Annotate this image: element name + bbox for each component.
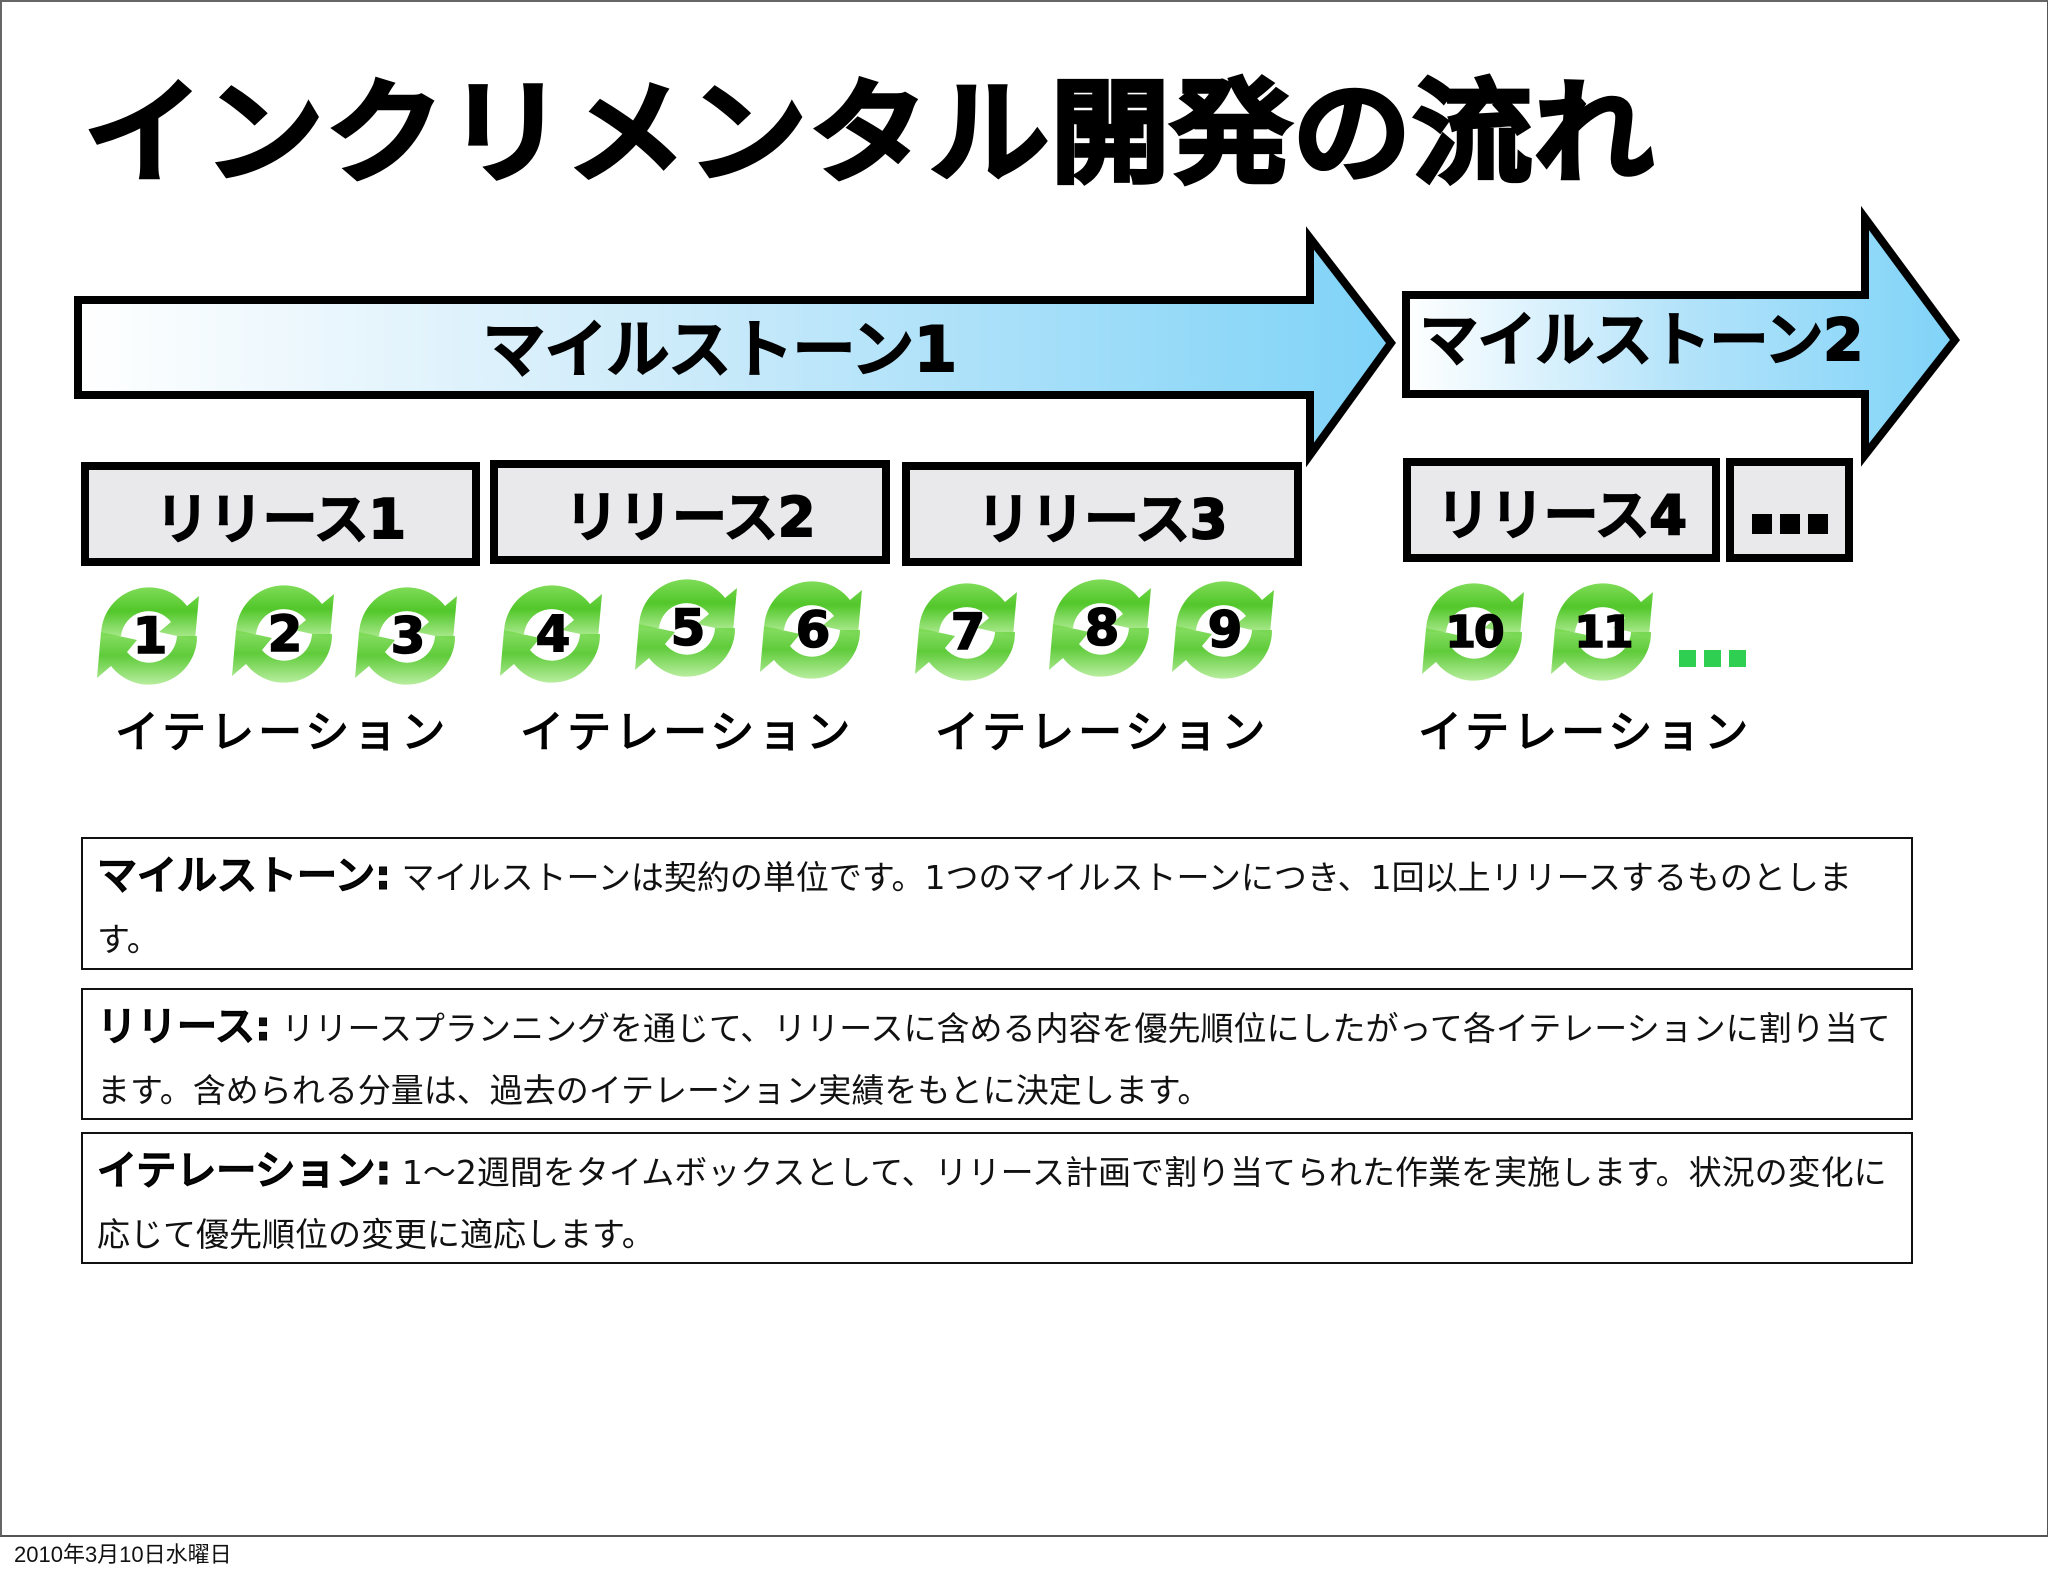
milestone-arrows xyxy=(74,205,1961,468)
release-3-box: リリース3 xyxy=(902,462,1302,566)
release-description: リリース: リリースプランニングを通じて、リリースに含める内容を優先順位にしたが… xyxy=(81,988,1913,1120)
milestone-2-label: マイルストーン2 xyxy=(1419,305,1864,375)
iteration-10-icon: 10 xyxy=(1412,570,1536,694)
iteration-9-icon: 9 xyxy=(1162,568,1286,692)
iteration-5-icon: 5 xyxy=(625,566,749,690)
iteration-4-icon: 4 xyxy=(490,572,614,696)
iteration-label-release-3: イテレーション xyxy=(935,707,1270,758)
ellipsis-icon xyxy=(1751,514,1828,534)
slide-frame xyxy=(0,0,2048,1537)
iteration-8-icon: 8 xyxy=(1039,566,1163,690)
more-iterations-ellipsis-icon xyxy=(1679,650,1746,667)
iteration-11-icon: 11 xyxy=(1541,570,1665,694)
milestone-definition: マイルストーンは契約の単位です。1つのマイルストーンにつき、1回以上リリースする… xyxy=(97,858,1852,959)
slide-title: インクリメンタル開発の流れ xyxy=(82,67,1655,201)
iteration-7-icon: 7 xyxy=(905,570,1029,694)
iteration-label-release-1: イテレーション xyxy=(115,707,450,758)
release-4-box: リリース4 xyxy=(1403,458,1720,562)
milestone-2-arrow xyxy=(1402,205,1961,467)
release-more-box xyxy=(1726,458,1853,562)
footer-date: 2010年3月10日水曜日 xyxy=(14,1542,232,1567)
release-1-box: リリース1 xyxy=(81,462,480,566)
release-1-label: リリース1 xyxy=(154,487,407,552)
milestone-1-arrow xyxy=(74,226,1396,468)
milestone-description: マイルストーン: マイルストーンは契約の単位です。1つのマイルストーンにつき、1… xyxy=(81,837,1913,970)
iteration-description: イテレーション: 1〜2週間をタイムボックスとして、リリース計画で割り当てられた… xyxy=(81,1132,1913,1264)
iteration-definition: 1〜2週間をタイムボックスとして、リリース計画で割り当てられた作業を実施します。… xyxy=(97,1153,1887,1254)
iteration-2-icon: 2 xyxy=(222,572,346,696)
iteration-3-icon: 3 xyxy=(345,574,469,698)
release-term: リリース: xyxy=(97,1004,272,1051)
iteration-label-release-2: イテレーション xyxy=(520,707,855,758)
iteration-6-icon: 6 xyxy=(750,568,874,692)
iteration-1-icon: 1 xyxy=(87,574,211,698)
milestone-1-label: マイルストーン1 xyxy=(482,312,958,387)
release-4-label: リリース4 xyxy=(1435,483,1688,548)
release-2-label: リリース2 xyxy=(564,485,817,550)
release-definition: リリースプランニングを通じて、リリースに含める内容を優先順位にしたがって各イテレ… xyxy=(97,1009,1891,1110)
release-2-box: リリース2 xyxy=(490,460,890,564)
iteration-label-release-4: イテレーション xyxy=(1418,707,1753,758)
release-3-label: リリース3 xyxy=(976,487,1229,552)
iteration-term: イテレーション: xyxy=(96,1148,392,1195)
milestone-term: マイルストーン: xyxy=(97,853,392,900)
